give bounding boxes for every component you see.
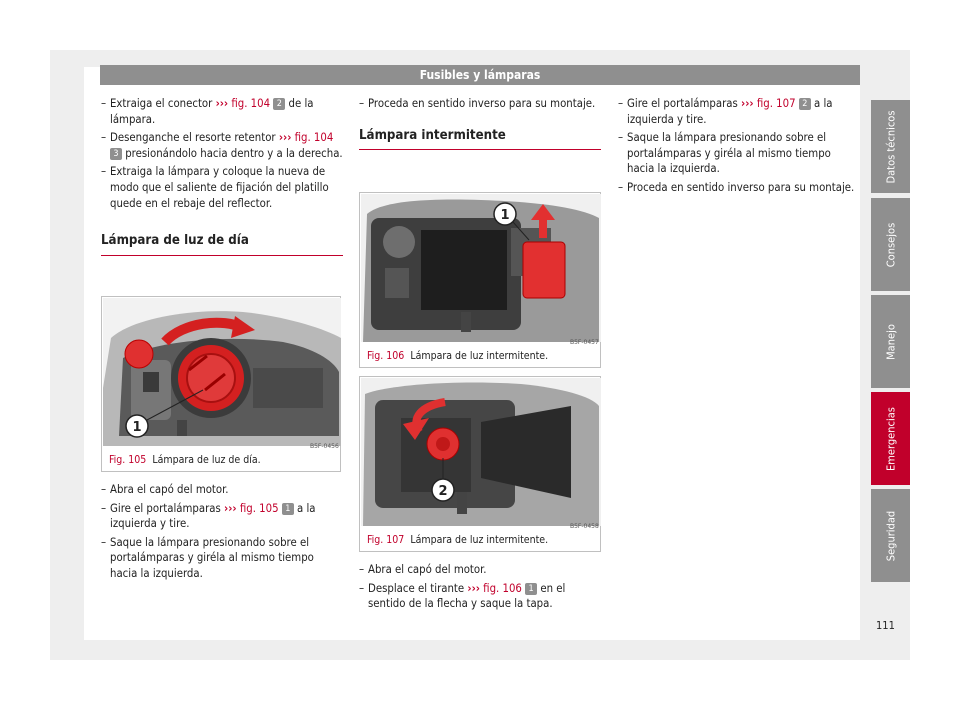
turn-signal-lamp-illustration: 1: [361, 194, 601, 342]
figure-link[interactable]: fig. 104: [228, 97, 271, 110]
section-title: Lámpara de luz de día: [101, 233, 343, 256]
step-item: Saque la lámpara presionando sobre el po…: [101, 535, 343, 582]
step-item: Abra el capó del motor.: [359, 562, 601, 578]
figure-106: 1 B5F-0457 Fig. 106 Lámpara de luz inter…: [359, 192, 601, 368]
xref-arrows: ›››: [741, 97, 754, 110]
step-item: Extraiga el conector ››› fig. 104 2 de l…: [101, 96, 343, 127]
step-item: Proceda en sentido inverso para su monta…: [359, 96, 601, 112]
step-item: Desenganche el resorte retentor ››› fig.…: [101, 130, 343, 161]
step-list: Gire el portalámparas ››› fig. 107 2 a l…: [618, 96, 860, 196]
step-list: Proceda en sentido inverso para su monta…: [359, 96, 601, 112]
figure-callout: 1: [500, 208, 509, 223]
figure-link[interactable]: fig. 107: [753, 97, 796, 110]
figure-caption: Fig. 105 Lámpara de luz de día.: [109, 454, 261, 466]
tab-manejo[interactable]: Manejo: [871, 295, 910, 388]
figure-107: 2 B5F-0458 Fig. 107 Lámpara de luz inter…: [359, 376, 601, 552]
figure-105: 1 B5F-0456 Fig. 105 Lámpara de luz de dí…: [101, 296, 341, 472]
callout-badge: 1: [525, 582, 538, 595]
xref-arrows: ›››: [215, 97, 229, 110]
callout-badge: 1: [281, 502, 294, 515]
chapter-title: Fusibles y lámparas: [419, 68, 541, 82]
figure-link[interactable]: fig. 106: [479, 581, 522, 595]
tab-datos-tecnicos[interactable]: Datos técnicos: [871, 100, 910, 193]
figure-code: B5F-0456: [310, 443, 339, 450]
step-item: Extraiga la lámpara y coloque la nueva d…: [101, 164, 343, 211]
figure-label: Fig. 107: [367, 534, 405, 546]
figure-callout: 2: [438, 484, 447, 499]
figure-link[interactable]: fig. 105: [236, 501, 279, 515]
figure-caption: Fig. 106 Lámpara de luz intermitente.: [367, 350, 549, 362]
callout-badge: 2: [798, 98, 811, 110]
figure-label: Fig. 105: [109, 454, 147, 466]
step-list: Extraiga el conector ››› fig. 104 2 de l…: [101, 96, 343, 211]
figure-code: B5F-0458: [570, 523, 599, 530]
figure-code: B5F-0457: [570, 339, 599, 346]
tab-emergencias[interactable]: Emergencias: [871, 392, 910, 485]
callout-badge: 2: [273, 98, 286, 110]
tab-consejos[interactable]: Consejos: [871, 198, 910, 291]
figure-caption: Fig. 107 Lámpara de luz intermitente.: [367, 534, 549, 546]
figure-label: Fig. 106: [367, 350, 405, 362]
column-left: Extraiga el conector ››› fig. 104 2 de l…: [101, 96, 343, 256]
xref-arrows: ›››: [278, 131, 292, 145]
step-item: Proceda en sentido inverso para su monta…: [618, 180, 860, 196]
step-item: Desplace el tirante ››› fig. 106 1 en el…: [359, 581, 601, 612]
step-list: Abra el capó del motor. Gire el portalám…: [101, 482, 343, 582]
tab-seguridad[interactable]: Seguridad: [871, 489, 910, 582]
figure-callout: 1: [132, 420, 141, 435]
step-item: Saque la lámpara presionando sobre el po…: [618, 130, 860, 177]
xref-arrows: ›››: [467, 581, 480, 595]
step-item: Gire el portalámparas ››› fig. 107 2 a l…: [618, 96, 860, 127]
step-item: Abra el capó del motor.: [101, 482, 343, 498]
chapter-header: Fusibles y lámparas: [100, 65, 860, 85]
step-list: Abra el capó del motor. Desplace el tira…: [359, 562, 601, 612]
column-right: Gire el portalámparas ››› fig. 107 2 a l…: [618, 96, 860, 199]
turn-signal-lamp-detail-illustration: 2: [361, 378, 601, 526]
step-item: Gire el portalámparas ››› fig. 105 1 a l…: [101, 501, 343, 532]
section-title: Lámpara intermitente: [359, 128, 601, 151]
daytime-lamp-illustration: 1: [103, 298, 341, 446]
callout-badge: 3: [110, 147, 122, 160]
page-number: 111: [876, 619, 895, 632]
column-middle: Proceda en sentido inverso para su monta…: [359, 96, 601, 151]
figure-link[interactable]: fig. 104: [291, 131, 334, 145]
xref-arrows: ›››: [224, 501, 237, 515]
column-middle-lower: Abra el capó del motor. Desplace el tira…: [359, 562, 601, 615]
column-left-lower: Abra el capó del motor. Gire el portalám…: [101, 482, 343, 585]
